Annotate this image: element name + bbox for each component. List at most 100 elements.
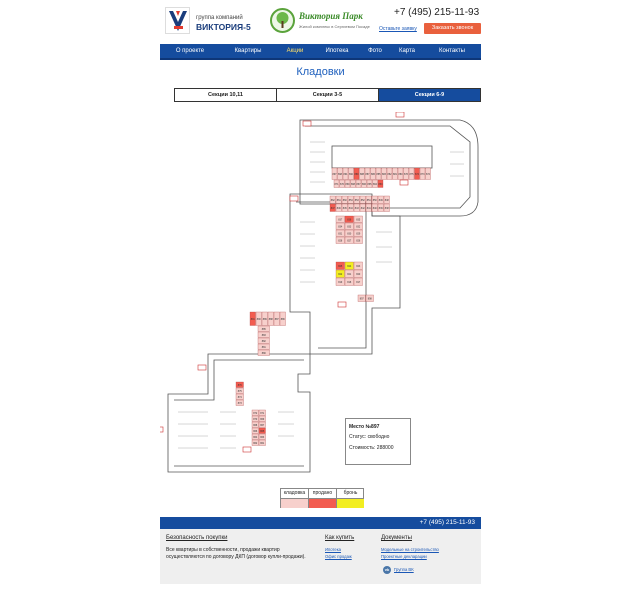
storage-cell[interactable] [353,269,363,278]
storage-cell[interactable] [249,311,256,326]
storage-cell[interactable] [258,427,266,434]
storage-cell[interactable] [341,203,348,212]
storage-cell[interactable] [392,167,398,180]
storage-cell[interactable] [381,167,387,180]
storage-cell[interactable] [397,167,404,180]
storage-cell[interactable] [235,393,244,400]
storage-cell[interactable] [359,167,365,180]
tab-sections-3-5[interactable]: Секции 3-5 [277,89,379,101]
storage-cell[interactable] [258,421,266,428]
storage-cell[interactable] [339,179,345,188]
nav-item-promotions[interactable]: Акции [286,48,304,54]
storage-cell[interactable] [353,203,360,212]
storage-cell[interactable] [365,195,372,204]
storage-cell[interactable] [371,203,378,212]
callback-link[interactable]: Оставьте заявку [379,26,417,32]
storage-cell[interactable] [273,311,280,326]
storage-cell[interactable] [335,277,345,286]
storage-cell[interactable] [386,167,393,180]
storage-cell[interactable] [355,179,362,188]
storage-cell[interactable] [257,331,270,338]
storage-cell[interactable] [419,167,426,180]
storage-cell[interactable] [331,167,338,180]
footer-phone[interactable]: +7 (495) 215-11-93 [419,519,475,526]
storage-cell[interactable] [335,222,345,230]
storage-cell[interactable] [403,167,409,180]
storage-cell[interactable] [258,433,266,440]
storage-cell[interactable] [267,311,274,326]
storage-cell[interactable] [335,236,345,244]
storage-cell[interactable] [257,337,270,344]
link-sales-office[interactable]: Офис продаж [325,554,352,559]
storage-cell[interactable] [251,427,259,434]
storage-cell[interactable] [251,433,259,440]
storage-cell[interactable] [353,222,363,230]
storage-cell[interactable] [370,167,376,180]
storage-cell[interactable] [383,195,390,204]
storage-cell[interactable] [337,167,343,180]
storage-cell[interactable] [251,421,259,428]
storage-cell[interactable] [353,195,360,204]
storage-cell[interactable] [342,167,349,180]
storage-cell[interactable] [372,179,378,188]
link-mortgage[interactable]: Ипотека [325,547,341,552]
tab-sections-10-11[interactable]: Секции 10,11 [175,89,277,101]
storage-cell[interactable] [353,167,360,180]
nav-item-apartments[interactable]: Квартиры [234,48,262,54]
how-to-buy-heading[interactable]: Как купить [325,535,355,541]
storage-cell[interactable] [414,167,420,180]
storage-cell[interactable] [235,381,244,388]
nav-item-about[interactable]: О проекте [175,48,205,54]
nav-item-contacts[interactable]: Контакты [439,48,465,54]
storage-cell[interactable] [255,311,262,326]
storage-cell[interactable] [251,415,259,422]
storage-cell[interactable] [375,167,382,180]
storage-cell[interactable] [258,415,266,422]
storage-cell[interactable] [279,311,286,326]
storage-cell[interactable] [377,203,384,212]
storage-cell[interactable] [261,311,268,326]
storage-cell[interactable] [341,195,348,204]
storage-cell[interactable] [359,203,366,212]
victoria-park-logo[interactable]: Виктория Парк Жилой комплекс в Сергиевом… [270,6,380,36]
documents-heading[interactable]: Документы [381,535,412,541]
storage-cell[interactable] [329,203,336,212]
storage-cell[interactable] [251,439,259,446]
storage-cell[interactable] [353,261,363,270]
storage-cell[interactable] [344,261,354,270]
storage-cell[interactable] [377,195,384,204]
storage-cell[interactable] [335,215,345,223]
storage-cell[interactable] [344,179,351,188]
storage-cell[interactable] [344,269,354,278]
order-call-button[interactable]: Заказать звонок [424,23,481,34]
storage-cell[interactable] [335,261,345,270]
storage-cell[interactable] [258,439,266,446]
storage-cell[interactable] [353,277,363,286]
security-heading[interactable]: Безопасность покупки [166,535,228,541]
tab-sections-6-9[interactable]: Секции 6-9 [379,89,480,101]
link-project-declarations[interactable]: Проектные декларации [381,554,427,559]
link-construction-permits[interactable]: Модельные на строительство [381,547,439,552]
storage-cell[interactable] [357,294,366,302]
storage-cell[interactable] [257,349,270,356]
storage-cell[interactable] [425,167,431,180]
storage-cell[interactable] [347,195,354,204]
storage-cell[interactable] [365,203,372,212]
storage-cell[interactable] [353,229,363,237]
storage-cell[interactable] [364,167,371,180]
storage-cell[interactable] [348,167,354,180]
vk-icon[interactable]: vk [383,566,391,574]
nav-item-map[interactable]: Карта [398,48,416,54]
storage-cell[interactable] [344,229,354,237]
storage-cell[interactable] [251,409,259,416]
storage-cell[interactable] [350,179,356,188]
storage-cell[interactable] [257,343,270,350]
storage-cell[interactable] [329,195,336,204]
link-vk-group[interactable]: Группа ВК [394,567,414,572]
storage-cell[interactable] [257,325,270,332]
storage-cell[interactable] [344,236,354,244]
storage-cell[interactable] [344,222,354,230]
storage-cell[interactable] [335,269,345,278]
storage-cell[interactable] [235,387,244,394]
storage-cell[interactable] [335,229,345,237]
